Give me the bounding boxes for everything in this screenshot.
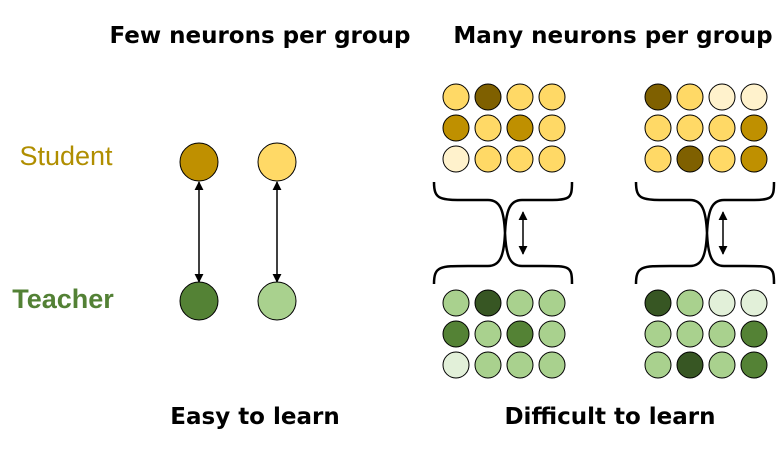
student-neuron	[708, 83, 736, 111]
student-neuron	[644, 114, 672, 142]
teacher-neuron	[506, 351, 534, 379]
teacher-neuron	[676, 351, 704, 379]
student-neuron	[676, 83, 704, 111]
student-group-1	[442, 83, 566, 173]
student-brace-1	[432, 181, 574, 234]
teacher-neuron	[474, 351, 502, 379]
teacher-neuron	[676, 289, 704, 317]
teacher-neuron	[740, 351, 768, 379]
left-title: Few neurons per group	[109, 23, 410, 49]
student-group-2	[644, 83, 768, 173]
student-neuron	[676, 145, 704, 173]
teacher-neuron	[644, 351, 672, 379]
teacher-neuron	[474, 320, 502, 348]
student-neuron	[474, 83, 502, 111]
student-neuron	[179, 142, 219, 182]
teacher-brace-1	[432, 232, 574, 285]
teacher-neuron	[442, 289, 470, 317]
teacher-neuron	[506, 320, 534, 348]
student-neuron	[506, 114, 534, 142]
teacher-neuron	[538, 351, 566, 379]
student-neuron	[506, 145, 534, 173]
teacher-neuron	[708, 320, 736, 348]
right-caption: Difficult to learn	[504, 404, 715, 430]
left-caption: Easy to learn	[170, 404, 339, 430]
student-neuron	[442, 145, 470, 173]
student-neuron	[644, 83, 672, 111]
student-neuron	[538, 83, 566, 111]
student-neuron	[474, 145, 502, 173]
teacher-neuron	[538, 320, 566, 348]
teacher-neuron	[506, 289, 534, 317]
right-title: Many neurons per group	[453, 23, 772, 49]
teacher-neuron	[708, 289, 736, 317]
few-neurons-panel	[179, 142, 297, 321]
teacher-group-1	[442, 289, 566, 379]
teacher-neuron	[474, 289, 502, 317]
teacher-neuron	[708, 351, 736, 379]
teacher-neuron	[538, 289, 566, 317]
few-teacher-neurons	[179, 281, 297, 321]
teacher-label: Teacher	[12, 284, 114, 314]
student-neuron	[644, 145, 672, 173]
teacher-neuron	[644, 289, 672, 317]
teacher-group-2	[644, 289, 768, 379]
student-neuron	[740, 83, 768, 111]
student-neuron	[506, 83, 534, 111]
student-brace-2	[634, 181, 776, 234]
student-neuron	[708, 114, 736, 142]
few-student-neurons	[179, 142, 297, 182]
student-neuron	[740, 114, 768, 142]
many-neurons-panel	[432, 83, 776, 379]
teacher-neuron	[644, 320, 672, 348]
student-neuron	[740, 145, 768, 173]
teacher-neuron	[257, 281, 297, 321]
student-neuron	[538, 114, 566, 142]
teacher-neuron	[676, 320, 704, 348]
teacher-neuron	[740, 320, 768, 348]
student-neuron	[442, 83, 470, 111]
student-neuron	[676, 114, 704, 142]
teacher-neuron	[442, 351, 470, 379]
student-neuron	[538, 145, 566, 173]
student-neuron	[708, 145, 736, 173]
student-neuron	[474, 114, 502, 142]
teacher-neuron	[179, 281, 219, 321]
teacher-neuron	[442, 320, 470, 348]
student-neuron	[257, 142, 297, 182]
student-label: Student	[19, 141, 113, 171]
teacher-neuron	[740, 289, 768, 317]
student-neuron	[442, 114, 470, 142]
teacher-brace-2	[634, 232, 776, 285]
